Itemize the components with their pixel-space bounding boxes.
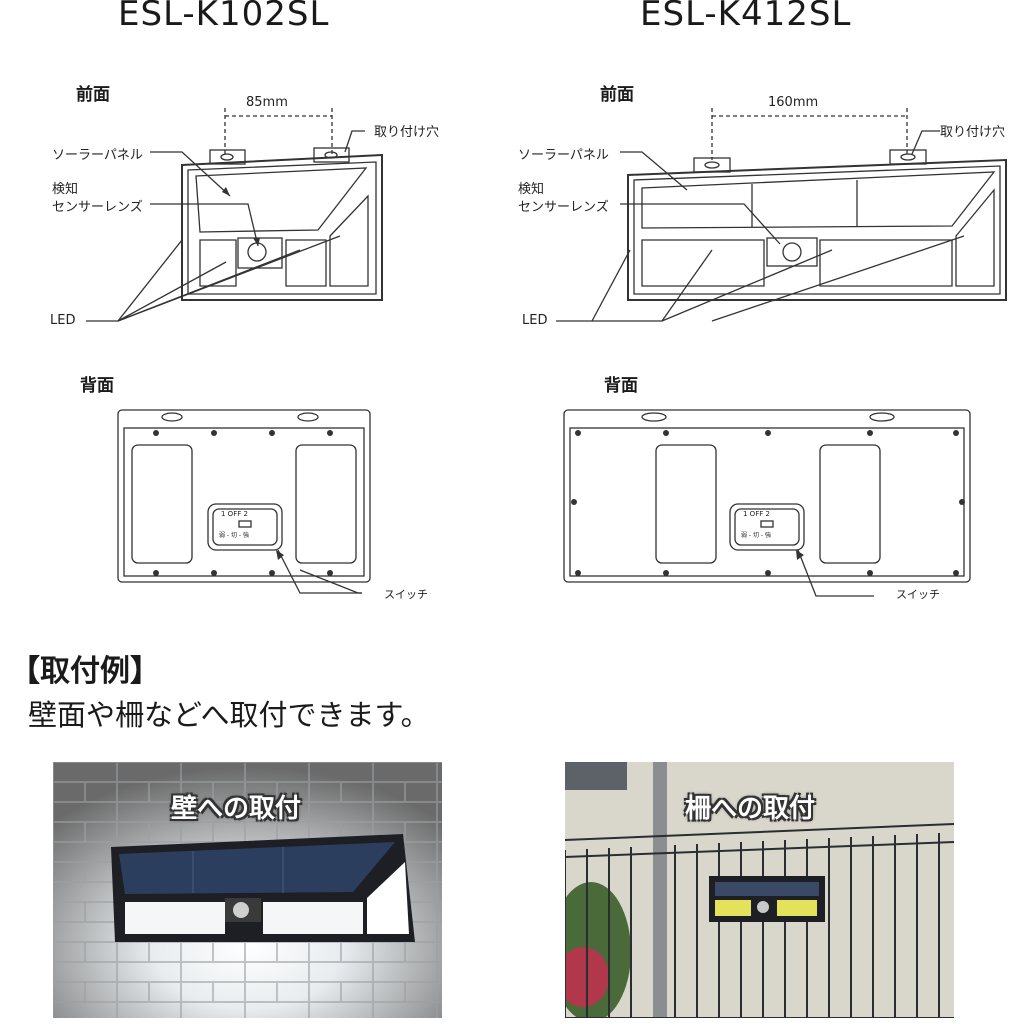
switch-label-right: スイッチ: [896, 588, 940, 601]
photo-wall-mount: 壁への取付: [53, 762, 442, 1018]
sensor-label-right-1: 検知: [518, 182, 545, 197]
photo-fence-mount: 柵への取付: [565, 762, 954, 1018]
back-diagram-left: [117, 409, 371, 594]
switch-modes-left: 1 OFF 2: [221, 510, 248, 518]
led-label-left: LED: [50, 313, 76, 328]
switch-levels-left: 弱 - 切 - 強: [219, 532, 249, 539]
back-diagram-right: [563, 409, 971, 597]
back-view-label-left: 背面: [80, 376, 114, 396]
photo-wall-caption: 壁への取付: [171, 794, 302, 824]
front-view-label-left: 前面: [76, 85, 110, 105]
led-label-right: LED: [522, 313, 548, 328]
wall-photo-illustration: [53, 762, 442, 1018]
sensor-label-left-1: 検知: [52, 182, 79, 197]
solar-panel-label-right: ソーラーパネル: [518, 148, 609, 163]
width-dimension-right: 160mm: [768, 95, 819, 110]
fence-photo-illustration: [565, 762, 954, 1018]
photo-fence-caption: 柵への取付: [685, 794, 816, 824]
front-diagram-left: [86, 108, 383, 322]
sensor-label-right-2: センサーレンズ: [518, 200, 609, 215]
switch-modes-right: 1 OFF 2: [743, 510, 770, 518]
install-examples-heading: 【取付例】: [10, 654, 160, 689]
install-examples-description: 壁面や柵などへ取付できます。: [28, 698, 430, 732]
model-title-left: ESL-K102SL: [118, 0, 330, 34]
mount-hole-label-left: 取り付け穴: [374, 125, 440, 140]
width-dimension-left: 85mm: [246, 95, 288, 110]
switch-levels-right: 弱 - 切 - 強: [741, 532, 771, 539]
switch-label-left: スイッチ: [384, 588, 428, 601]
sensor-label-left-2: センサーレンズ: [52, 200, 143, 215]
mount-hole-label-right: 取り付け穴: [940, 125, 1006, 140]
solar-panel-label-left: ソーラーパネル: [52, 148, 143, 163]
front-view-label-right: 前面: [600, 85, 634, 105]
back-view-label-right: 背面: [604, 376, 638, 396]
front-diagram-right: [556, 108, 1007, 322]
model-title-right: ESL-K412SL: [640, 0, 852, 34]
